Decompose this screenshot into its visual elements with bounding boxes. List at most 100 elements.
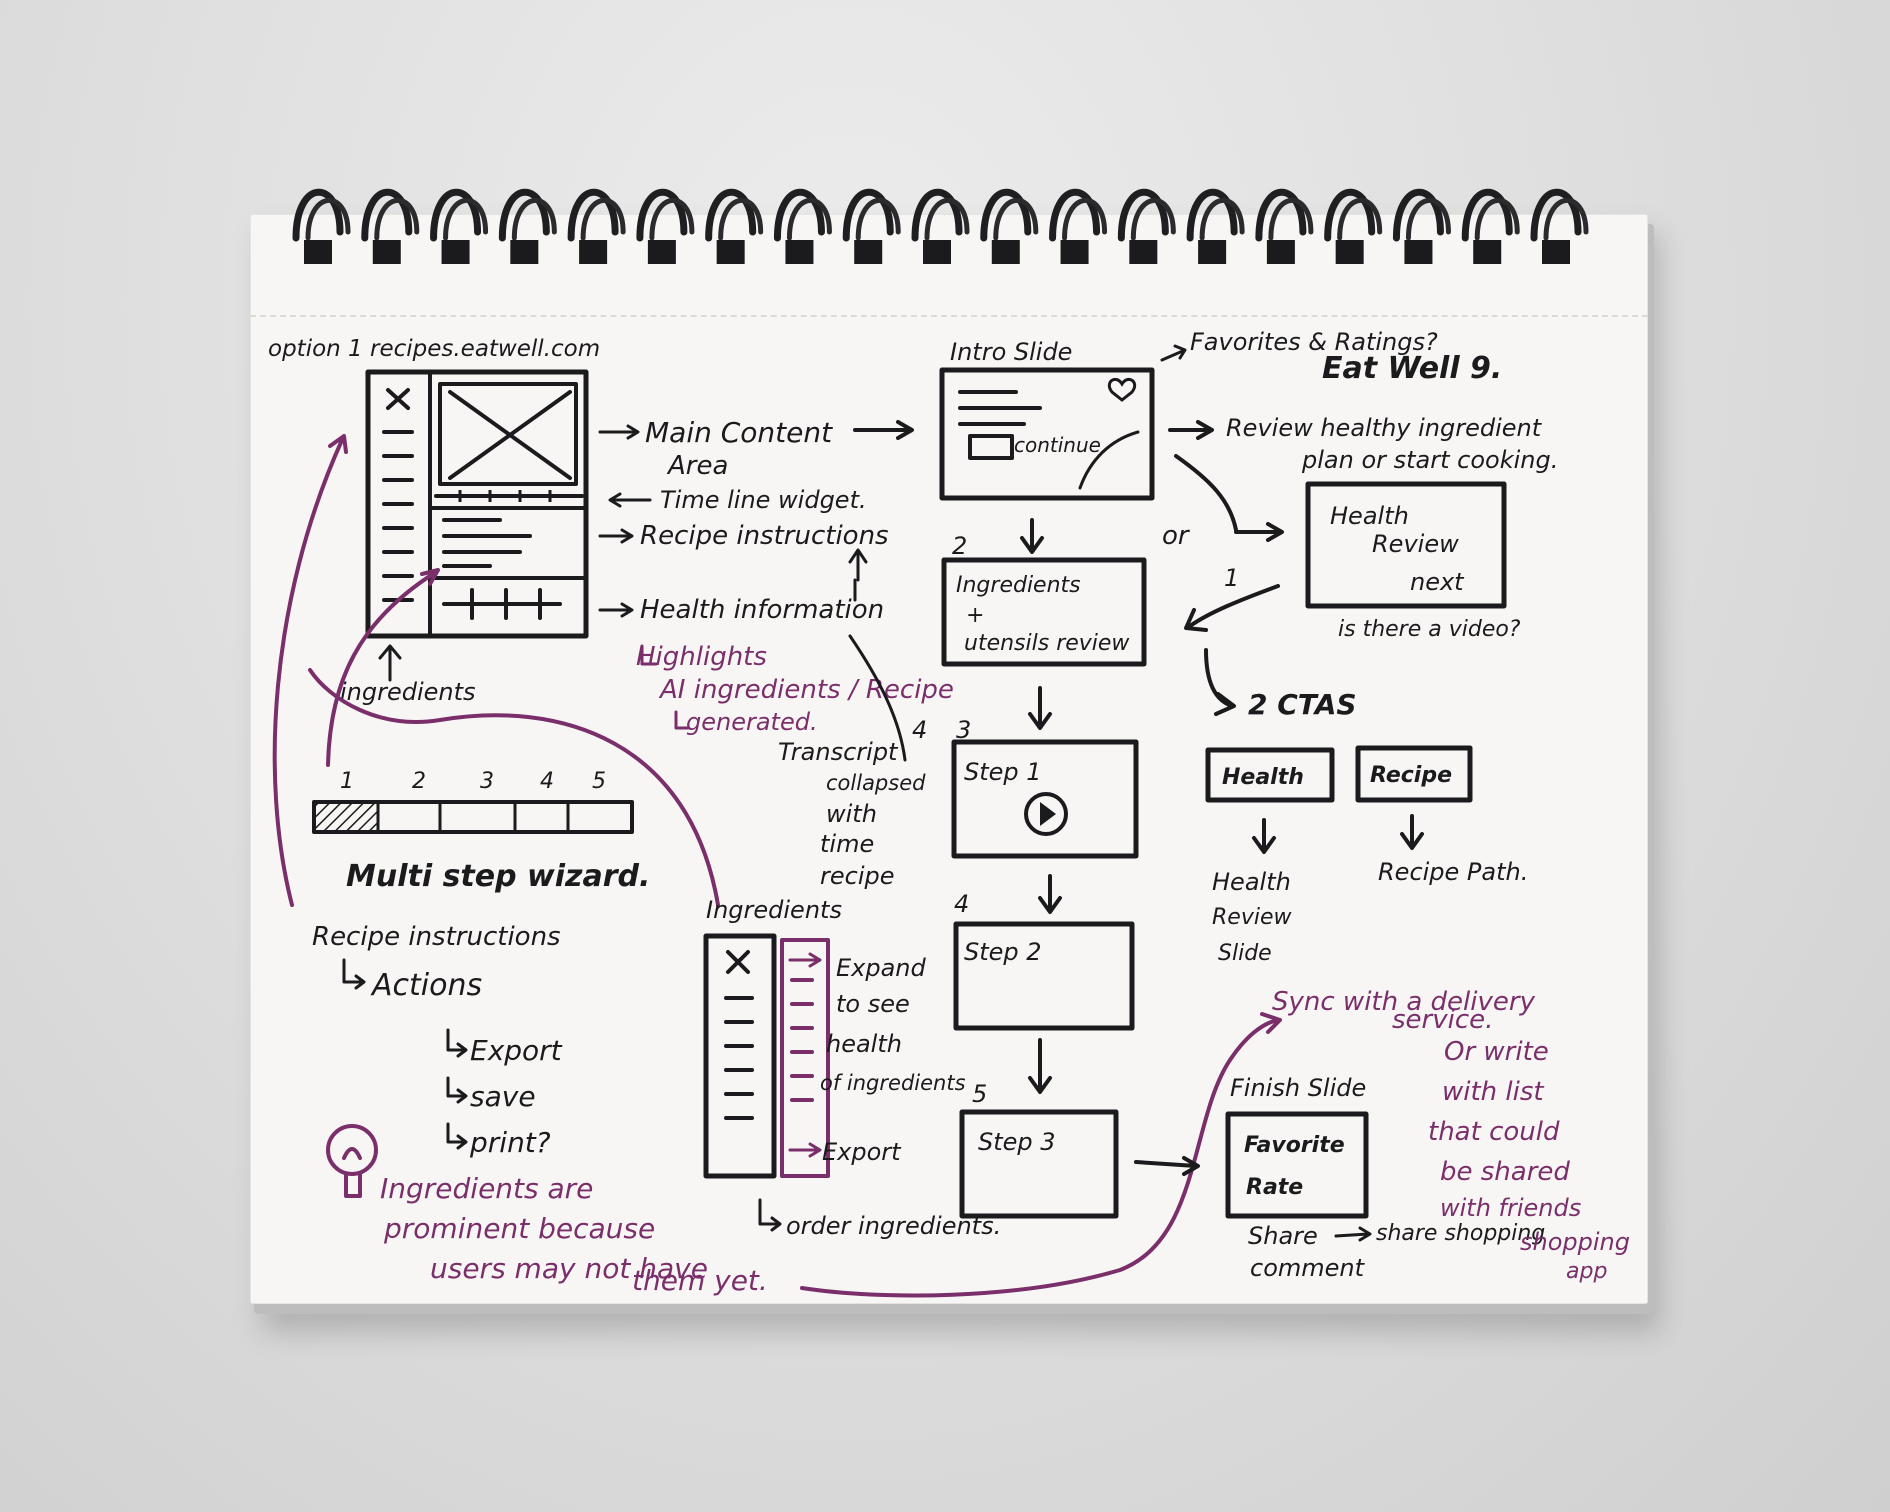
step2-label: Step 2	[964, 938, 1042, 966]
binding-hole	[1129, 240, 1158, 264]
spiral-loop	[374, 198, 420, 241]
cta-health-box	[1205, 747, 1335, 803]
spiral-loop	[1543, 198, 1589, 241]
cta-recipe-box	[1355, 745, 1473, 803]
health-box-line-2: Review	[1372, 530, 1459, 558]
spiral-loop	[1474, 198, 1520, 241]
binding-hole	[716, 240, 745, 264]
spiral-loop	[649, 198, 695, 241]
label-area: Area	[666, 451, 728, 481]
share-label: Share	[1248, 1222, 1318, 1250]
wizard-step-number: 5	[592, 769, 606, 794]
intro-slide-label: Intro Slide	[950, 338, 1072, 366]
transcript-2: collapsed	[826, 771, 926, 795]
highlight-1: Highlights	[636, 642, 767, 672]
or-note-4: be shared	[1440, 1157, 1570, 1187]
export-label: Export	[822, 1138, 902, 1166]
binding-hole	[1542, 240, 1570, 264]
spiral-loop	[705, 188, 757, 242]
spiral-loop	[1530, 188, 1582, 242]
spiral-loop	[911, 188, 963, 242]
health-box-line-1: Health	[1330, 502, 1409, 530]
multi-step-wizard	[312, 800, 634, 834]
action-print: print?	[469, 1126, 551, 1159]
cta-recipe-label: Recipe	[1370, 763, 1452, 788]
binding-hole	[1404, 240, 1433, 264]
binding-hole	[1198, 240, 1227, 264]
play-triangle	[1040, 802, 1056, 826]
flow-number-3: 3	[956, 716, 971, 744]
wizard-step-number: 1	[340, 769, 354, 794]
health-slide-1: Health	[1212, 868, 1291, 896]
label-recipe-instructions: Recipe instructions	[640, 521, 889, 551]
binding-hole	[991, 240, 1020, 264]
comment-label: comment	[1250, 1254, 1366, 1282]
transcript-1: Transcript	[778, 738, 899, 766]
spiral-loop	[305, 198, 351, 241]
finish-slide-label: Finish Slide	[1230, 1074, 1366, 1102]
spiral-loop	[786, 198, 832, 241]
spiral-loop	[924, 198, 970, 241]
path-one: 1	[1224, 564, 1239, 592]
spiral-loop	[1392, 188, 1444, 242]
note-line-1: Ingredients are	[380, 1172, 593, 1205]
spiral-loop	[980, 188, 1032, 242]
spiral-loop	[993, 198, 1039, 241]
label-main-content: Main Content	[645, 416, 833, 449]
video-question: is there a video?	[1338, 617, 1521, 642]
close-x-icon	[726, 950, 750, 974]
sync-line-1: Sync with a delivery	[1272, 987, 1536, 1017]
wizard-label: Multi step wizard.	[346, 859, 650, 894]
sketch-paper	[250, 214, 1648, 1304]
label-health-information: Health information	[640, 595, 884, 625]
health-review-box	[1305, 481, 1507, 609]
shopping-label: shopping	[1520, 1228, 1630, 1256]
spiral-loop	[842, 188, 894, 242]
binding-hole	[1060, 240, 1089, 264]
spiral-loop	[855, 198, 901, 241]
spiral-loop	[292, 188, 344, 242]
step3-box	[959, 1109, 1119, 1219]
expand-1: Expand	[836, 954, 927, 982]
rate-label: Rate	[1246, 1175, 1303, 1200]
binding-hole	[647, 240, 676, 264]
spiral-loop	[1268, 198, 1314, 241]
close-x-icon	[386, 388, 410, 410]
spiral-loop	[1186, 188, 1238, 242]
spiral-loop	[1130, 198, 1176, 241]
spiral-loop	[1062, 198, 1108, 241]
wizard-step-number: 3	[480, 769, 494, 794]
continue-label: continue	[1014, 433, 1101, 457]
ingredients-wireframe	[703, 933, 830, 1179]
transcript-4: time	[820, 830, 874, 858]
health-box-line-3: next	[1410, 568, 1465, 596]
actions-title: Recipe instructions	[312, 922, 561, 952]
spiral-loop	[1199, 198, 1245, 241]
binding-hole	[1473, 240, 1502, 264]
arrow-favorites	[1160, 344, 1187, 362]
app-name: Eat Well 9.	[1322, 351, 1502, 386]
spiral-loop	[636, 188, 688, 242]
binding-hole	[1266, 240, 1295, 264]
flow-number-2: 2	[952, 532, 967, 560]
or-label: or	[1162, 521, 1191, 551]
review-line-1: Review healthy ingredient	[1226, 414, 1543, 442]
spiral-loop	[1461, 188, 1513, 242]
spiral-loop	[580, 198, 626, 241]
spiral-loop	[443, 198, 489, 241]
arrow-to-intro	[853, 420, 914, 440]
transcript-5: recipe	[820, 862, 895, 890]
review-line-2: plan or start cooking.	[1301, 446, 1558, 474]
binding-hole	[372, 240, 401, 264]
page-title: option 1 recipes.eatwell.com	[268, 336, 600, 362]
expand-2: to see	[836, 990, 910, 1018]
finish-slide-box	[1225, 1111, 1369, 1219]
spiral-loop	[498, 188, 550, 242]
step1-box	[951, 739, 1139, 859]
transcript-3: with	[826, 800, 877, 828]
spiral-loop	[361, 188, 413, 242]
spiral-loop	[1117, 188, 1169, 242]
binding-hole	[854, 240, 883, 264]
flow-number-4: 4	[954, 890, 969, 918]
